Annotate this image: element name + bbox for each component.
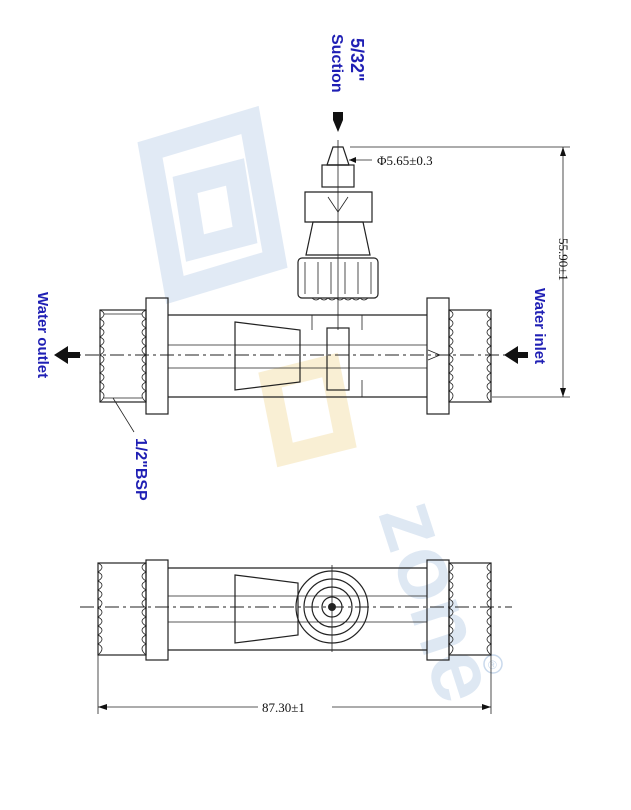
inlet-arrow-icon <box>504 346 528 364</box>
bsp-leader-line <box>112 397 135 433</box>
top-view <box>80 559 512 661</box>
height-value: 55.90±1 <box>556 238 571 281</box>
diameter-value: Φ5.65±0.3 <box>377 153 433 168</box>
water-inlet-label: Water inlet <box>531 288 548 364</box>
body-tube <box>168 314 427 398</box>
outlet-arrow-icon <box>54 346 80 364</box>
length-dimension: 87.30±1 <box>97 655 492 715</box>
suction-fitting <box>297 140 379 330</box>
water-outlet-label: Water outlet <box>34 292 51 378</box>
bottom-right-thread <box>448 562 492 656</box>
left-thread <box>99 309 147 403</box>
right-thread <box>448 309 492 403</box>
left-hex-nut <box>145 297 169 415</box>
flow-arrow-icon <box>427 349 441 361</box>
bottom-left-hex-nut <box>145 559 169 661</box>
suction-arrow-icon <box>333 112 343 132</box>
diameter-dimension: Φ5.65±0.3 <box>349 153 433 168</box>
watermark-text: zone <box>359 488 517 714</box>
bottom-left-thread <box>97 562 147 656</box>
watermark: zone ® <box>137 105 517 714</box>
registered-mark-icon <box>483 654 503 674</box>
side-view <box>54 112 528 433</box>
registered-mark: ® <box>488 658 497 672</box>
length-value: 87.30±1 <box>262 700 305 715</box>
suction-size-label: 5/32" <box>347 38 367 82</box>
suction-label: Suction <box>328 34 345 93</box>
height-dimension: 55.90±1 <box>350 146 571 398</box>
bsp-size-label: 1/2"BSP <box>132 438 149 501</box>
